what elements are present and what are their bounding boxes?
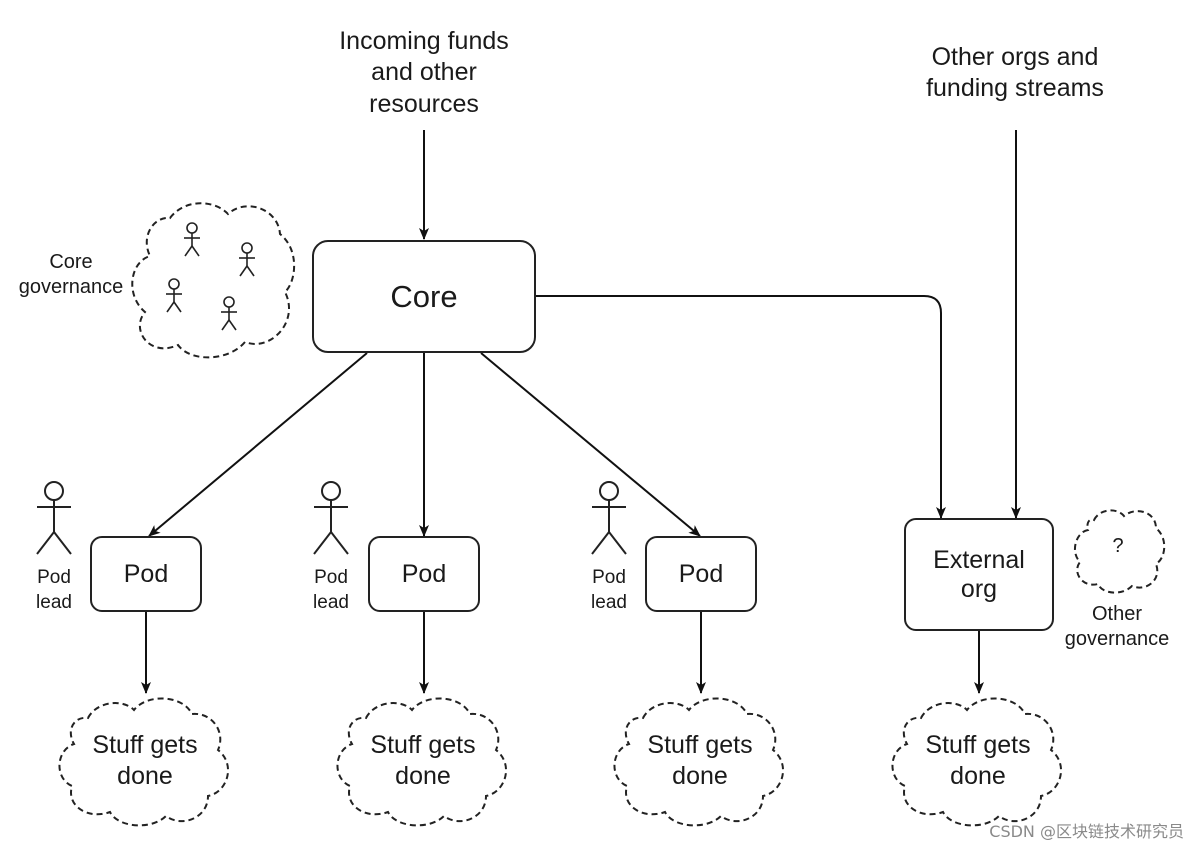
other-orgs-label: Other orgs and funding streams [926, 42, 1104, 105]
external-org-label-line1: External [933, 545, 1025, 574]
outcome-line-2: done [672, 762, 728, 791]
core-governance-cloud [131, 202, 296, 359]
outcome-cloud-2 [336, 697, 507, 827]
incoming-line-1: Incoming funds [339, 27, 509, 55]
outcome-label-1: Stuff gets done [92, 730, 197, 793]
pod-lead-line-1: Pod [37, 567, 71, 588]
edge-core-to-pod-3 [480, 352, 701, 537]
pod-lead-label-1: Pod lead [36, 566, 72, 615]
governance-member-icon [166, 278, 182, 313]
other-governance-line-2: governance [1064, 628, 1170, 650]
outcome-line-2: done [117, 762, 173, 791]
pod-label: Pod [678, 559, 724, 588]
outcome-line-2: done [950, 762, 1006, 791]
core-governance-label: Core governance [19, 250, 124, 300]
pod-lead-label-3: Pod lead [591, 566, 627, 615]
pod-lead-icon [36, 481, 72, 555]
external-org-box: External org [904, 518, 1054, 631]
pod-box-1: Pod [90, 536, 202, 612]
incoming-funds-label: Incoming funds and other resources [339, 26, 509, 120]
core-label: Core [390, 278, 458, 314]
other-orgs-line-1: Other orgs and [931, 43, 1099, 71]
other-governance-cloud [1073, 509, 1166, 594]
pod-lead-icon [313, 481, 349, 555]
pod-lead-line-2: lead [36, 591, 72, 613]
other-orgs-line-2: funding streams [926, 74, 1104, 103]
core-box: Core [312, 240, 536, 353]
other-governance-line-1: Other [1091, 603, 1143, 625]
outcome-line-2: done [395, 762, 451, 791]
incoming-line-3: resources [369, 89, 479, 118]
edge-core-to-external-org [536, 295, 946, 519]
outcome-line-1: Stuff gets [370, 731, 476, 759]
core-governance-line-2: governance [18, 276, 124, 298]
governance-member-icon [184, 222, 200, 257]
governance-member-icon [239, 242, 255, 277]
outcome-line-1: Stuff gets [925, 731, 1031, 759]
watermark: CSDN @区块链技术研究员 [989, 822, 1184, 841]
governance-member-icon [221, 296, 237, 331]
outcome-cloud-4 [891, 697, 1062, 827]
outcome-label-2: Stuff gets done [370, 730, 475, 793]
pod-lead-line-2: lead [591, 591, 627, 613]
pod-label: Pod [123, 559, 169, 588]
outcome-cloud-3 [613, 697, 784, 827]
outcome-label-3: Stuff gets done [647, 730, 752, 793]
pod-label: Pod [401, 559, 447, 588]
pod-lead-icon [591, 481, 627, 555]
pod-lead-label-2: Pod lead [313, 566, 349, 615]
outcome-line-1: Stuff gets [92, 731, 198, 759]
outcome-cloud-1 [58, 697, 229, 827]
other-governance-label: Other governance [1065, 602, 1170, 652]
pod-lead-line-1: Pod [314, 567, 348, 588]
outcome-line-1: Stuff gets [647, 731, 753, 759]
pod-lead-line-1: Pod [592, 567, 626, 588]
external-org-label-line2: org [960, 574, 998, 603]
edge-core-to-pod-1 [148, 352, 368, 537]
other-governance-question-mark: ? [1112, 535, 1124, 557]
outcome-label-4: Stuff gets done [925, 730, 1030, 793]
pod-lead-line-2: lead [313, 591, 349, 613]
pod-box-3: Pod [645, 536, 757, 612]
pod-box-2: Pod [368, 536, 480, 612]
incoming-line-2: and other [371, 58, 477, 87]
core-governance-line-1: Core [49, 251, 93, 273]
